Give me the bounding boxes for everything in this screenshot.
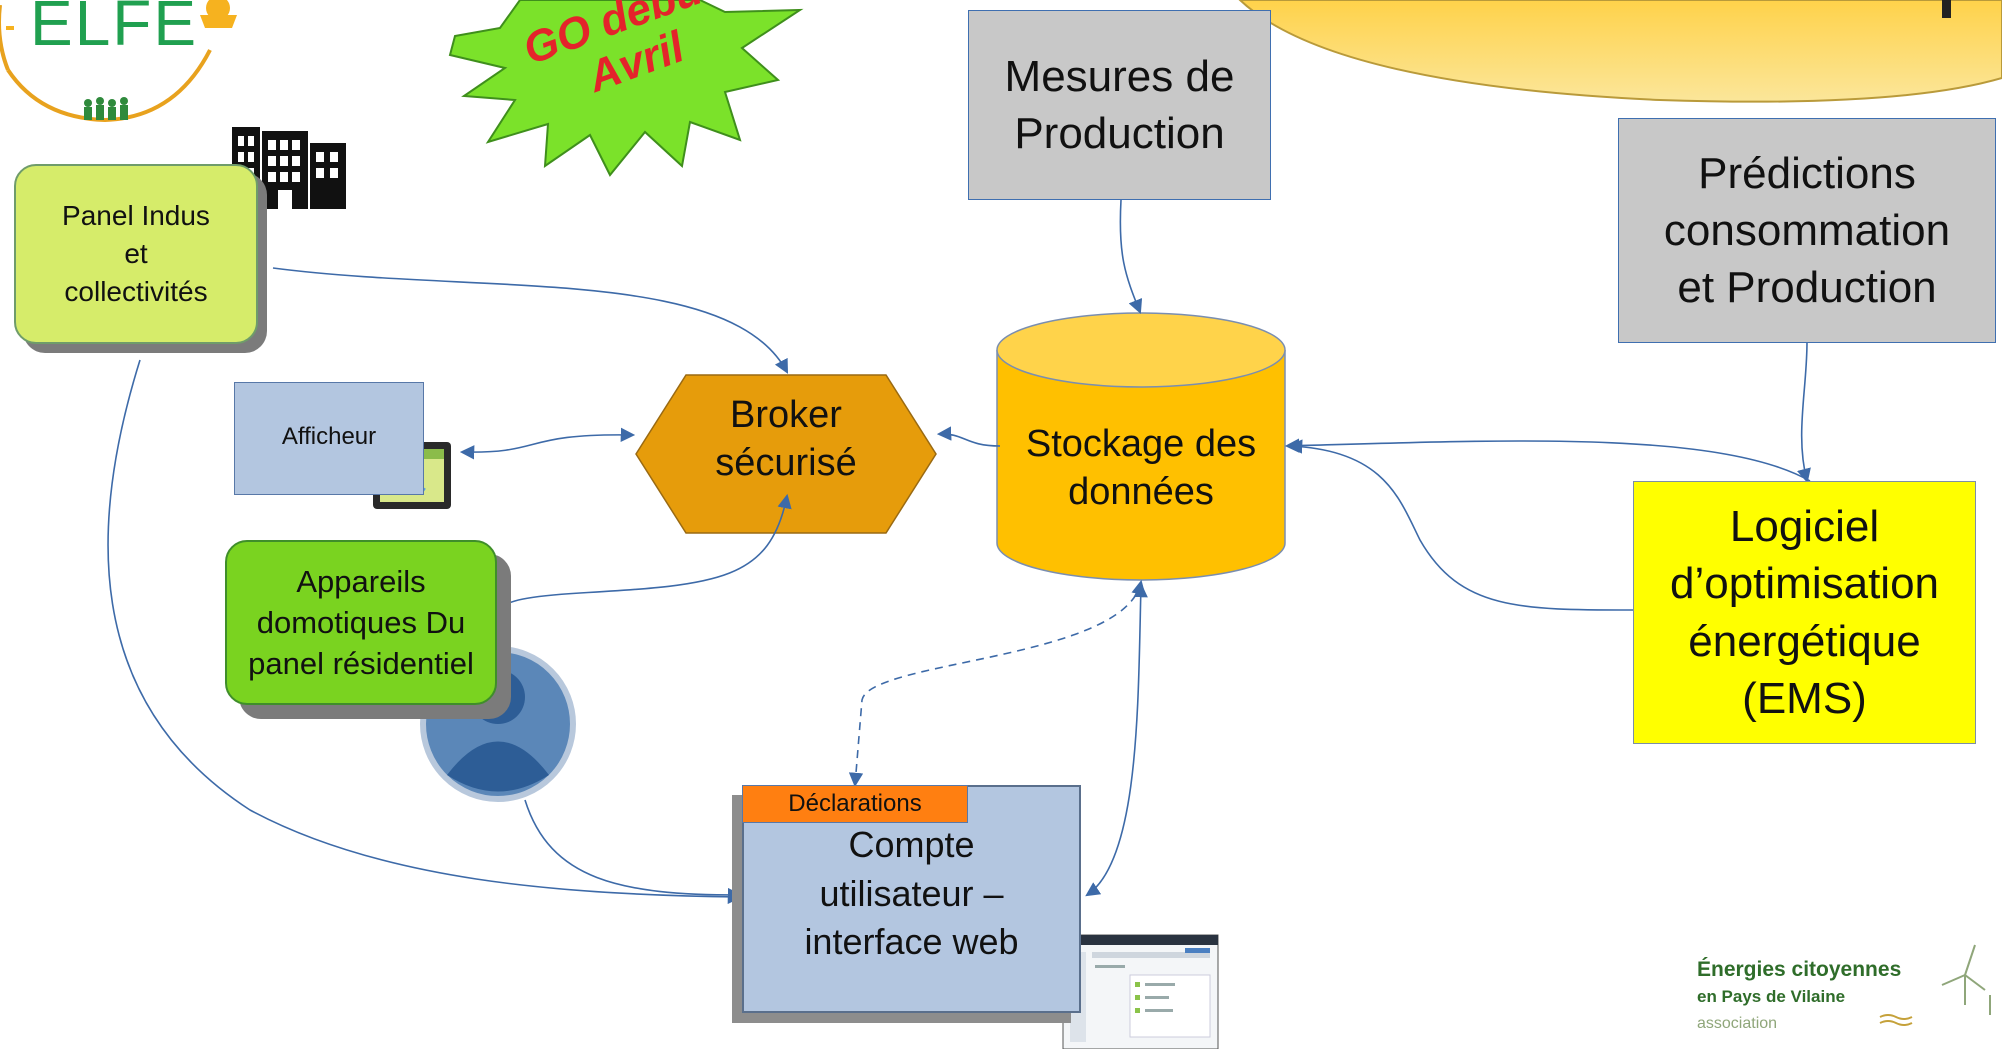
ems-label: Logiciel d’optimisation énergétique (EMS… [1669, 502, 1940, 723]
people-icon [84, 97, 128, 120]
arrow-stockage-declarations-dashed [848, 579, 1146, 788]
broker-label: Broker sécurisé [715, 394, 857, 484]
connectors [107, 199, 1811, 905]
arrow-mesures-to-stockage [1119, 199, 1143, 315]
predictions-box: Prédictions consommation et Production [1618, 118, 1996, 343]
panel-indus-box: Panel Indus et collectivités [14, 164, 258, 344]
partner-logo-line2: en Pays de Vilaine [1697, 987, 1846, 1006]
afficheur-box: Afficheur [234, 382, 424, 495]
arrow-user-to-compte [524, 799, 743, 903]
predictions-label: Prédictions consommation et Production [1663, 148, 1951, 313]
panel-indus-label: Panel Indus et collectivités [62, 200, 210, 307]
declarations-tab: Déclarations [742, 785, 968, 823]
arrow-panel-to-compte [107, 359, 743, 905]
storage-cylinder [996, 312, 1286, 581]
arrow-panel-to-broker [272, 267, 789, 374]
mesures-production-box: Mesures de Production [968, 10, 1271, 200]
compte-utilisateur-box: Compte utilisateur – interface web [742, 785, 1081, 1013]
arrow-stockage-to-broker [936, 426, 1001, 447]
declarations-label: Déclarations [788, 790, 922, 817]
arrow-broker-appareils [493, 493, 792, 614]
sun-banner [1238, 0, 2002, 103]
windmill-icon [1879, 944, 1991, 1026]
go-burst [448, 0, 804, 177]
mesures-production-label: Mesures de Production [1004, 51, 1235, 158]
compte-utilisateur-label: Compte utilisateur – interface web [804, 824, 1019, 963]
appareils-domotiques-box: Appareils domotiques Du panel résidentie… [225, 540, 497, 705]
elfe-logo-text: ELFE [30, 0, 199, 59]
appareils-domotiques-label: Appareils domotiques Du panel résidentie… [248, 563, 474, 682]
partner-logo-line3: association [1697, 1015, 1778, 1032]
afficheur-label: Afficheur [281, 422, 377, 450]
arrow-broker-afficheur [459, 427, 636, 460]
elfe-logo [0, 0, 237, 123]
sun-banner-mark [1942, 0, 1951, 18]
partner-logo-line1: Énergies citoyennes [1697, 958, 1902, 981]
stockage-label: Stockage des données [1025, 423, 1257, 513]
arrow-stockage-ems [1284, 438, 1811, 482]
web-interface-thumbnail [1062, 934, 1219, 1049]
arrow-ems-to-stockage [1287, 439, 1634, 611]
arrow-predictions-to-ems [1796, 341, 1811, 484]
arrow-stockage-compte [1085, 582, 1148, 897]
ems-box: Logiciel d’optimisation énergétique (EMS… [1633, 481, 1976, 744]
